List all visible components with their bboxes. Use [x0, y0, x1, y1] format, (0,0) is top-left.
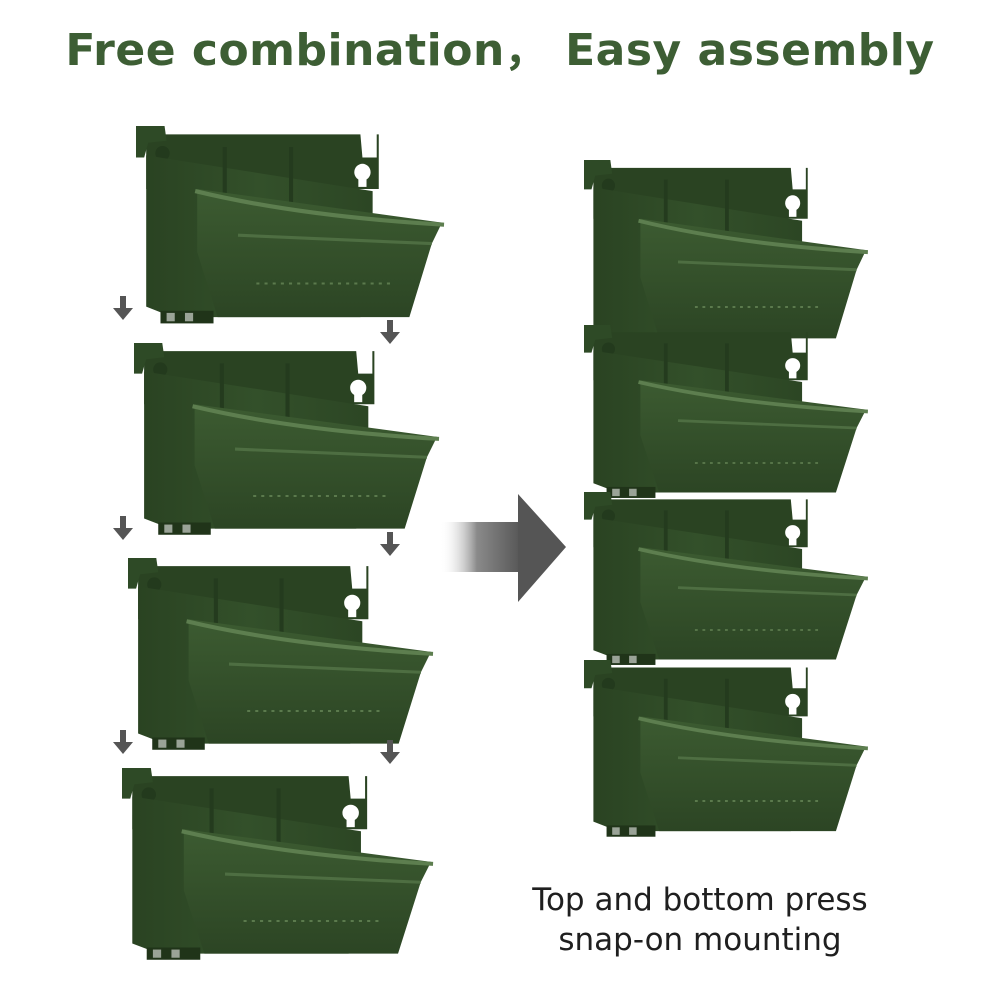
planter-item	[136, 126, 444, 323]
right-planter-column	[582, 158, 870, 839]
left-planter-column	[122, 126, 444, 960]
planter-item	[582, 490, 870, 667]
planter-item	[128, 558, 433, 750]
caption-line-2: snap-on mounting	[558, 922, 842, 958]
down-arrow-icon	[380, 532, 400, 556]
down-arrow-icon	[113, 296, 133, 320]
caption: Top and bottom press snap-on mounting	[505, 880, 895, 960]
caption-line-1: Top and bottom press	[532, 882, 868, 918]
down-arrow-icon	[380, 320, 400, 344]
planter-item	[582, 158, 870, 347]
planter-item	[582, 658, 870, 839]
right-arrow-icon	[440, 494, 566, 602]
headline: Free combination， Easy assembly	[65, 25, 935, 76]
planter-item	[134, 343, 439, 535]
down-arrow-icon	[113, 730, 133, 754]
planter-item	[582, 323, 870, 500]
down-arrow-icon	[113, 516, 133, 540]
planter-item	[122, 768, 433, 960]
